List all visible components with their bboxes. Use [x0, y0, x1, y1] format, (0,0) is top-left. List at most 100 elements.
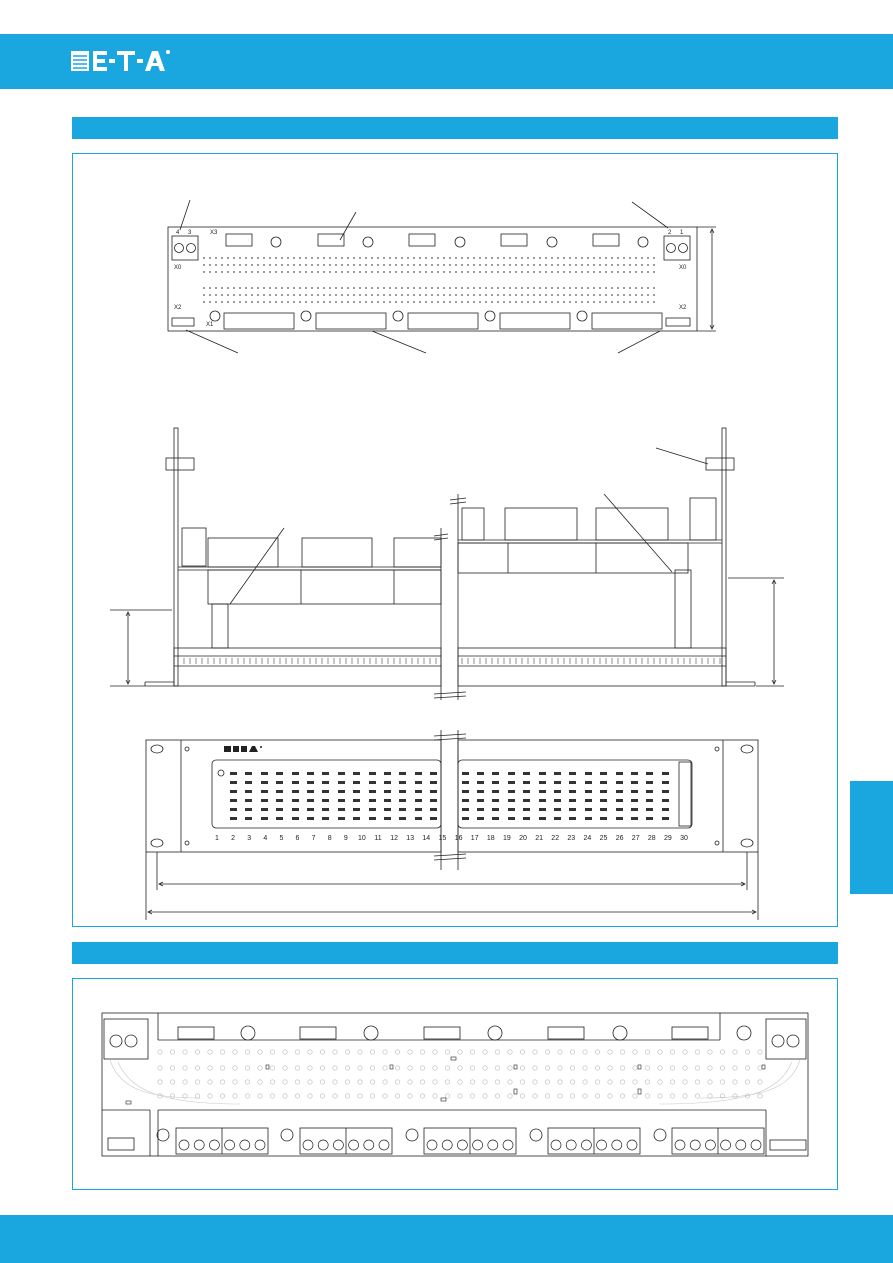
pcb-pad	[669, 1049, 675, 1055]
terminal-screw	[178, 1139, 190, 1151]
pcb-pad	[757, 1065, 763, 1071]
pcb-pad	[469, 1065, 475, 1071]
pcb-pad	[632, 1093, 638, 1099]
pcb-pad	[220, 1049, 226, 1055]
terminal-screw	[626, 1139, 638, 1151]
pcb-pad	[594, 1093, 600, 1099]
channel-number: 10	[358, 835, 366, 842]
pcb-pad	[357, 1079, 363, 1085]
pcb-pad	[594, 1065, 600, 1071]
terminal-screw	[254, 1139, 266, 1151]
pcb-pad	[632, 1065, 638, 1071]
pcb-pad	[657, 1049, 663, 1055]
connector-label-x3: X3	[210, 230, 218, 236]
pcb-pad	[182, 1079, 188, 1085]
pcb-pad	[694, 1079, 700, 1085]
pcb-pad	[319, 1049, 325, 1055]
pcb-pad	[632, 1049, 638, 1055]
pcb-pad	[332, 1065, 338, 1071]
channel-number: 16	[455, 835, 463, 842]
page-tab	[850, 781, 893, 894]
terminal-label-3: 3	[188, 230, 192, 236]
pcb-pad	[432, 1093, 438, 1099]
pcb-pad	[419, 1049, 425, 1055]
pcb-pad	[407, 1065, 413, 1071]
pcb-pad	[232, 1093, 238, 1099]
pcb-pad	[569, 1049, 575, 1055]
pcb-pad	[269, 1079, 275, 1085]
pcb-pad	[457, 1079, 463, 1085]
channel-number: 7	[312, 835, 316, 842]
pcb-outline	[101, 1012, 809, 1157]
pcb-pad	[707, 1065, 713, 1071]
pcb-pad	[432, 1079, 438, 1085]
terminal-screw	[239, 1139, 251, 1151]
pcb-pad	[220, 1093, 226, 1099]
pcb-pad	[444, 1093, 450, 1099]
pcb-pad	[582, 1079, 588, 1085]
pcb-pad	[182, 1093, 188, 1099]
pcb-pad	[195, 1093, 201, 1099]
front-panel-logo	[224, 746, 262, 752]
pcb-pad	[282, 1079, 288, 1085]
terminal-screw	[550, 1139, 562, 1151]
channel-number: 9	[344, 835, 348, 842]
pcb-pad	[369, 1079, 375, 1085]
channel-number: 5	[279, 835, 283, 842]
pcb-pad	[195, 1079, 201, 1085]
pcb-pad	[744, 1079, 750, 1085]
pcb-pad	[307, 1079, 313, 1085]
pcb-pad	[519, 1049, 525, 1055]
pcb-pad	[344, 1079, 350, 1085]
pcb-pad	[494, 1093, 500, 1099]
pcb-pad	[294, 1079, 300, 1085]
pcb-pad	[369, 1065, 375, 1071]
pcb-pad	[732, 1049, 738, 1055]
pcb-pad	[407, 1079, 413, 1085]
pcb-pad	[607, 1093, 613, 1099]
pcb-pad	[707, 1093, 713, 1099]
pcb-pad	[569, 1065, 575, 1071]
pcb-pad	[182, 1065, 188, 1071]
pcb-pad	[245, 1093, 251, 1099]
terminal-screw	[426, 1139, 438, 1151]
terminal-screw	[193, 1139, 205, 1151]
connector-label-x1: X1	[206, 322, 214, 328]
terminal-screw	[596, 1139, 607, 1151]
pcb-pad	[532, 1093, 538, 1099]
pcb-pad	[157, 1093, 163, 1099]
pcb-pad	[357, 1049, 363, 1055]
pcb-pad	[207, 1079, 213, 1085]
pcb-pad	[394, 1049, 400, 1055]
channel-number: 6	[296, 835, 300, 842]
terminal-label-1: 1	[680, 230, 684, 236]
connector-label-x2-right: X2	[679, 305, 687, 311]
pcb-pad	[432, 1049, 438, 1055]
terminal-screw	[348, 1139, 359, 1151]
terminal-label-2: 2	[668, 230, 672, 236]
pcb-pad	[482, 1079, 488, 1085]
channel-number: 24	[584, 835, 592, 842]
pcb-pad	[207, 1065, 213, 1071]
pcb-pad	[382, 1093, 388, 1099]
pcb-pad	[269, 1093, 275, 1099]
pcb-pad	[532, 1079, 538, 1085]
pcb-pad	[419, 1065, 425, 1071]
terminal-screw	[720, 1139, 731, 1151]
channel-number: 30	[680, 835, 688, 842]
pcb-pad	[719, 1093, 725, 1099]
pcb-pad	[569, 1093, 575, 1099]
pcb-pad	[594, 1049, 600, 1055]
terminal-screw	[735, 1139, 747, 1151]
pcb-pad	[707, 1049, 713, 1055]
pcb-pad	[494, 1079, 500, 1085]
pcb-pad	[407, 1049, 413, 1055]
pcb-pad	[157, 1079, 163, 1085]
pcb-pad	[294, 1093, 300, 1099]
pcb-pad	[644, 1049, 650, 1055]
pcb-pad	[382, 1049, 388, 1055]
pcb-pad	[444, 1049, 450, 1055]
terminal-screw	[209, 1139, 220, 1151]
pcb-pad	[694, 1065, 700, 1071]
pcb-pad	[207, 1093, 213, 1099]
